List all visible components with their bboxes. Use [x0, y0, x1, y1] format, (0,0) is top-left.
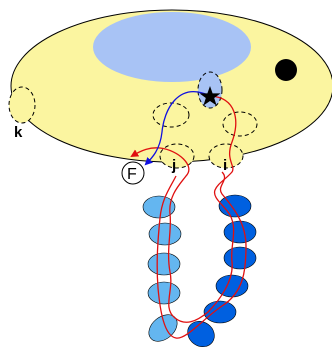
dark-node-1 — [218, 194, 252, 218]
lake-region — [93, 12, 251, 82]
star-icon — [199, 86, 221, 106]
light-node-4 — [147, 281, 181, 305]
node-i — [208, 143, 244, 169]
node-k — [8, 86, 36, 124]
label-k: k — [14, 124, 23, 141]
dark-dot — [275, 59, 297, 81]
dark-node-5 — [203, 300, 237, 324]
light-node-3 — [147, 252, 181, 276]
label-i: i — [223, 157, 227, 174]
red-loop-path-second — [156, 171, 247, 339]
blue-path — [144, 91, 209, 166]
dark-node-6 — [187, 321, 215, 347]
dashed-node-right — [222, 111, 258, 137]
node-j — [159, 143, 195, 169]
light-node-5 — [148, 314, 178, 342]
label-j: j — [171, 157, 176, 174]
light-node-1 — [142, 195, 176, 219]
red-loop-path — [130, 95, 237, 323]
dashed-node-center — [152, 102, 190, 128]
dark-node-2 — [223, 220, 257, 244]
label-f: F — [127, 166, 137, 183]
light-node-2 — [148, 222, 182, 246]
dark-node-3 — [223, 246, 257, 270]
node-f — [121, 161, 145, 185]
